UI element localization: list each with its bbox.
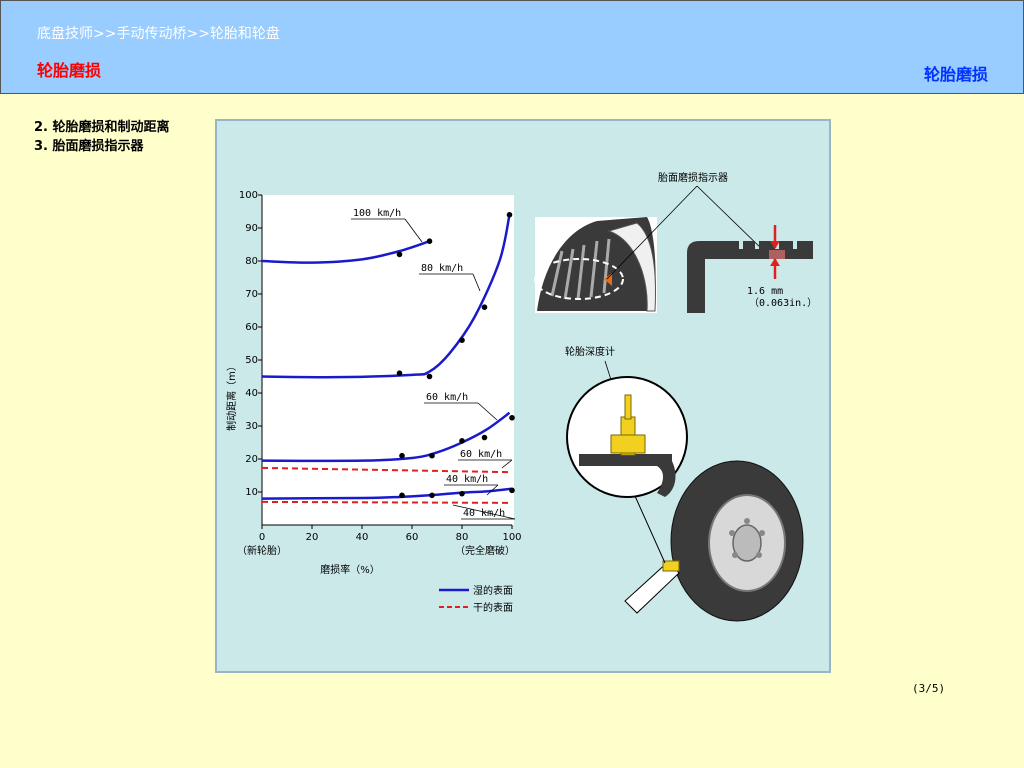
x-tick-label: 0 [259, 532, 265, 543]
series-label-leader [404, 218, 423, 243]
data-point [509, 487, 515, 494]
indicator-leader-1 [606, 185, 698, 280]
data-point [509, 414, 515, 421]
x-tick-label: 20 [306, 532, 319, 543]
data-point [506, 212, 513, 218]
series-label: 40 km/h [463, 508, 505, 519]
tire-depth-gauge-illustration [566, 376, 688, 498]
data-point [396, 251, 403, 258]
series-line-wet-1 [261, 214, 511, 379]
figure-canvas: 10 20 30 40 50 60 70 80 90 100 0 20 40 60 80 100 100 km/… [225, 171, 817, 622]
gauge-label: 轮胎深度计 [565, 345, 615, 358]
data-point [459, 490, 465, 497]
y-tick-label: 10 [245, 487, 258, 498]
series-line-dry-5 [261, 500, 513, 504]
series-label-leader [452, 504, 516, 520]
y-axis-label: 制动距离（m） [225, 361, 238, 431]
y-tick-label: 100 [239, 190, 258, 201]
x-end-note: （完全磨破） [455, 544, 515, 557]
section-title: 轮胎磨损 [923, 65, 988, 84]
data-point [429, 452, 435, 459]
legend-wet-label: 湿的表面 [473, 584, 513, 597]
data-point [481, 304, 488, 310]
y-tick-label: 50 [245, 355, 258, 366]
series-line-wet-2 [261, 411, 511, 463]
tire-tread-illustration [534, 217, 657, 313]
data-point [399, 452, 405, 459]
data-point [481, 434, 488, 441]
data-point [399, 492, 405, 499]
tread-cross-section [687, 225, 813, 313]
plot-area [262, 195, 514, 525]
x-axis-label: 磨损率（%） [320, 563, 380, 576]
x-tick-label: 80 [456, 532, 469, 543]
series-label: 60 km/h [426, 392, 468, 403]
series-label: 100 km/h [353, 208, 401, 219]
y-tick-label: 20 [245, 454, 258, 465]
series-label-leader [472, 273, 481, 292]
breadcrumb: 底盘技师>>手动传动桥>>轮胎和轮盘 [37, 26, 280, 42]
data-point [426, 373, 433, 380]
y-tick-label: 60 [245, 322, 258, 333]
series-label: 80 km/h [421, 263, 463, 274]
legend-dry-label: 干的表面 [473, 601, 513, 614]
topic-list: 2. 轮胎磨损和制动距离 3. 胎面磨损指示器 [34, 118, 194, 156]
series-line-dry-4 [261, 466, 513, 474]
y-tick-label: 30 [245, 421, 258, 432]
series-label: 40 km/h [446, 474, 488, 485]
x-start-note: （新轮胎） [237, 544, 287, 557]
series-label-leader [477, 402, 498, 421]
page-title: 轮胎磨损 [37, 61, 102, 80]
figure-panel: 10 20 30 40 50 60 70 80 90 100 0 20 40 60 80 100 100 km/… [215, 119, 831, 673]
x-tick-label: 100 [502, 532, 521, 543]
data-point [429, 492, 435, 499]
wheel-illustration [624, 460, 804, 622]
header-bar: 底盘技师>>手动传动桥>>轮胎和轮盘 轮胎磨损 轮胎磨损 [0, 0, 1024, 94]
depth-value: 1.6 mm [747, 286, 783, 297]
x-tick-label: 40 [356, 532, 369, 543]
series-line-wet-3 [261, 487, 513, 500]
y-tick-label: 40 [245, 388, 258, 399]
data-point [396, 370, 403, 376]
topic-item[interactable]: 2. 轮胎磨损和制动距离 [34, 120, 170, 135]
y-tick-label: 90 [245, 223, 258, 234]
page-indicator: (3/5) [912, 682, 946, 695]
y-tick-label: 70 [245, 289, 258, 300]
data-point [459, 337, 465, 343]
data-point [459, 438, 465, 444]
y-tick-label: 80 [245, 256, 258, 267]
topic-item[interactable]: 3. 胎面磨损指示器 [34, 139, 144, 154]
data-point [426, 238, 433, 244]
depth-value-inch: （0.063in.） [749, 297, 817, 309]
x-tick-label: 60 [406, 532, 419, 543]
series-label: 60 km/h [460, 449, 502, 460]
indicator-label: 胎面磨损指示器 [658, 171, 728, 184]
series-label-leader [486, 484, 499, 496]
braking-chart: 10 20 30 40 50 60 70 80 90 100 0 20 40 60 80 100 100 km/… [239, 190, 522, 543]
series-line-wet-0 [261, 240, 430, 264]
series-label-leader [501, 459, 513, 469]
